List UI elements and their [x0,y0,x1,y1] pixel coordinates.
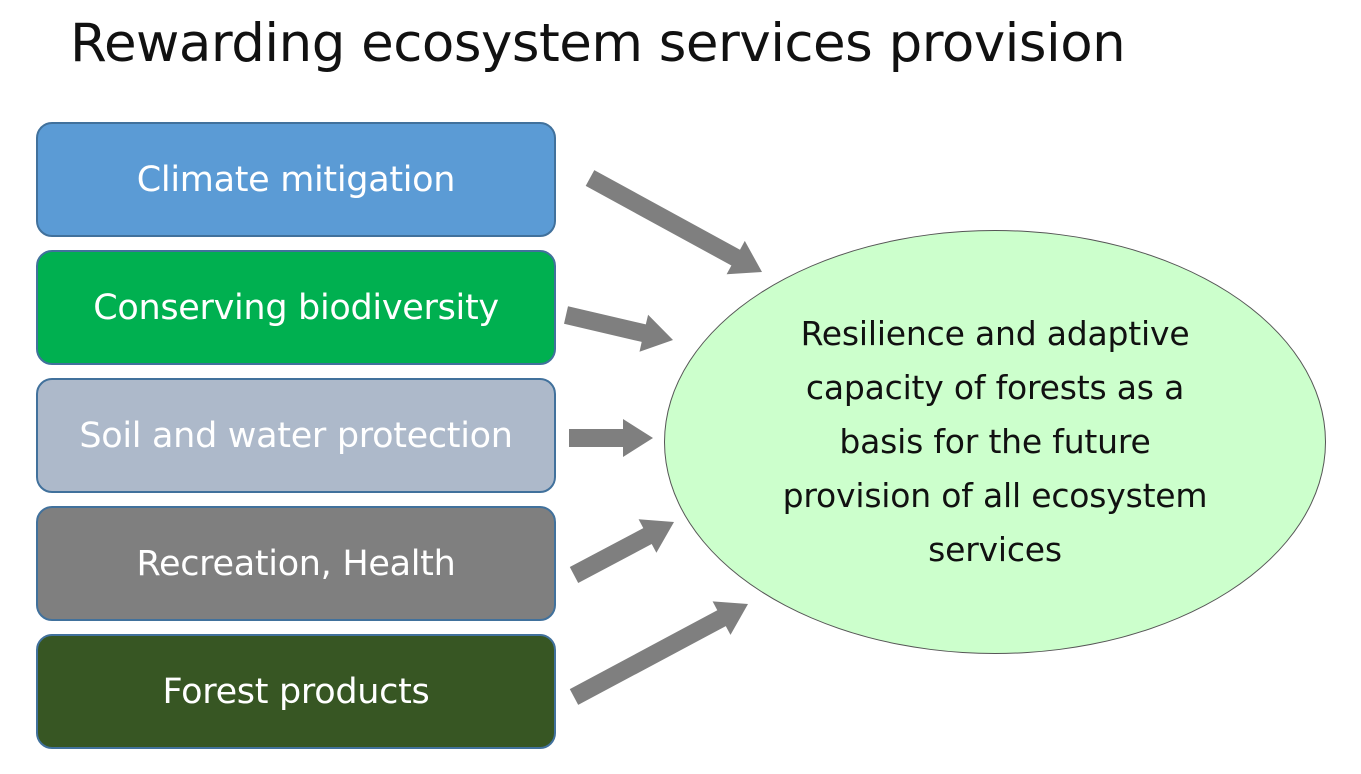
service-box-climate-mitigation: Climate mitigation [36,122,556,237]
resilience-ellipse: Resilience and adaptive capacity of fore… [664,230,1326,654]
service-label: Conserving biodiversity [93,287,499,328]
service-label: Recreation, Health [136,543,456,584]
service-box-soil-water-protection: Soil and water protection [36,378,556,493]
service-label: Forest products [162,671,430,712]
service-label: Soil and water protection [79,415,513,456]
service-box-recreation-health: Recreation, Health [36,506,556,621]
arrow-biodiversity-to-resilience [564,306,673,352]
page-title: Rewarding ecosystem services provision [70,13,1126,74]
service-box-forest-products: Forest products [36,634,556,749]
arrow-climate-to-resilience [585,170,762,275]
arrow-forest-products-to-resilience [569,601,748,705]
service-box-conserving-biodiversity: Conserving biodiversity [36,250,556,365]
arrow-soil-water-to-resilience [569,419,653,457]
resilience-text: Resilience and adaptive capacity of fore… [782,314,1208,569]
service-label: Climate mitigation [136,159,456,200]
arrow-recreation-to-resilience [569,519,674,583]
